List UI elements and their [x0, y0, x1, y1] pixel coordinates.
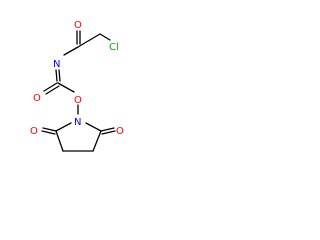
atom-n-amide: N	[53, 59, 60, 70]
bond-c-o-right-1	[100, 127, 115, 132]
bond-ring-left-down	[55, 130, 64, 152]
chemical-structure-diagram: O Cl N O O N O O	[30, 20, 124, 152]
atom-o-amide: O	[74, 20, 82, 31]
bond-c-o-right-2	[101, 130, 116, 135]
atom-o-ring-right: O	[116, 126, 124, 137]
atom-o-ring-left: O	[30, 126, 38, 137]
bond-c-o-left-2	[41, 130, 56, 135]
bond-carbonyl-n	[63, 46, 79, 56]
bond-c-o-double-2	[45, 85, 60, 95]
bond-nring-c-left	[55, 122, 72, 132]
bond-carbonyl-ch2	[77, 33, 101, 48]
atom-labels: O Cl N O O N O O	[30, 20, 124, 137]
atom-cl: Cl	[109, 42, 119, 53]
atom-o-carbonyl: O	[33, 93, 41, 104]
atom-o-ester: O	[74, 95, 82, 106]
atom-n-ring: N	[74, 117, 81, 128]
bond-ring-right-down	[92, 130, 102, 152]
bond-n-c-double-1	[55, 69, 58, 82]
bonds	[41, 30, 116, 152]
bond-c-o-double-1	[43, 82, 58, 92]
bond-nring-c-right	[85, 122, 102, 132]
bond-n-c-double-2	[58, 69, 61, 82]
bond-c-o-ester	[57, 82, 75, 93]
bond-c-o-left-1	[42, 127, 57, 132]
bond-ch2-cl	[99, 33, 111, 41]
